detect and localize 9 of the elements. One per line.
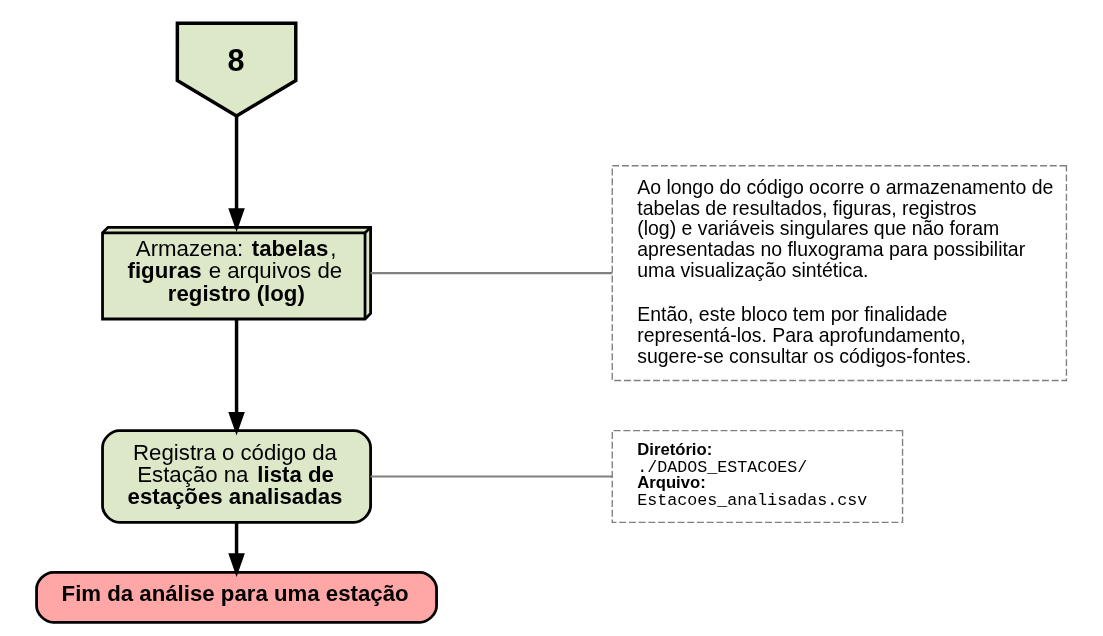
- node-box: Fim da análise para uma estação: [35, 570, 438, 624]
- connector: [370, 475, 613, 478]
- node-box: Ao longo do código ocorre o armazenamento de tabelas de resultados, figuras, registros (log) e variáveis singulares que não foram apresentadas no fluxograma para possibilitar uma visualização sintética. Então, este bloco tem por finalidade representá-los. Para aprofundamento, sugere-se consultar os códigos-fontes.: [611, 165, 1068, 382]
- connector: [370, 272, 613, 275]
- arrow: [228, 522, 245, 577]
- arrow: [228, 319, 245, 436]
- arrow: [228, 115, 245, 232]
- node-box: Diretório: ./DADOS_ESTACOES/ Arquivo: Estacoes_analisadas.csv: [611, 429, 904, 523]
- node-box: Registra o código da Estação na lista de estações analisadas: [101, 429, 372, 524]
